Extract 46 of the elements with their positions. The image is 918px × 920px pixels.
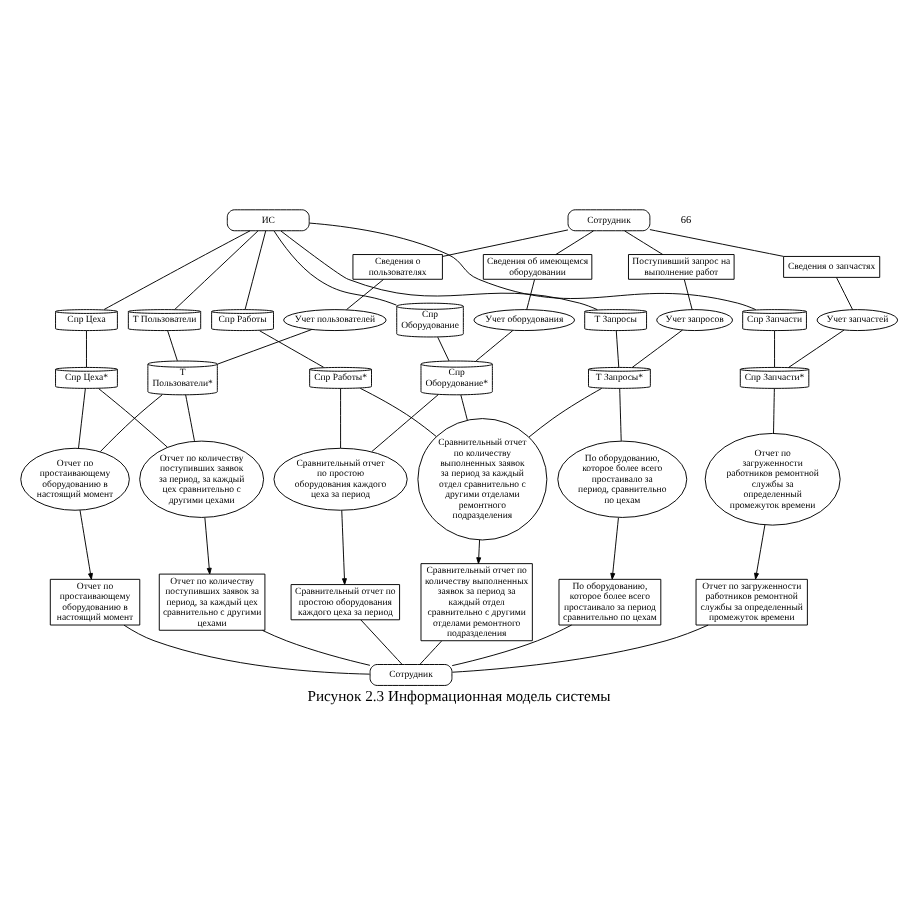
connector xyxy=(836,277,854,311)
connector xyxy=(774,330,776,368)
caption: Рисунок 2.3 Информационная модель системы xyxy=(307,687,611,706)
connector xyxy=(437,336,450,362)
connector xyxy=(308,222,757,311)
connector xyxy=(103,230,251,310)
connector xyxy=(340,387,342,449)
connector xyxy=(615,330,620,368)
arrow xyxy=(610,517,619,580)
connector xyxy=(78,387,86,449)
connector xyxy=(273,230,397,306)
connector xyxy=(217,329,313,365)
connector xyxy=(788,329,845,368)
connector xyxy=(451,624,573,667)
connector xyxy=(360,619,403,665)
connector xyxy=(359,387,437,438)
connector xyxy=(773,387,775,434)
connector xyxy=(649,229,784,257)
connector xyxy=(528,387,603,438)
connector xyxy=(475,330,514,362)
connector xyxy=(346,279,384,311)
connector xyxy=(86,330,87,368)
arrow xyxy=(204,517,212,575)
connector xyxy=(167,330,178,362)
connector xyxy=(123,624,371,675)
connector xyxy=(185,394,195,442)
connector xyxy=(631,329,683,368)
arrow xyxy=(754,524,766,580)
arrow xyxy=(341,509,347,585)
connector xyxy=(555,230,594,255)
connector xyxy=(371,394,439,452)
connector xyxy=(262,629,371,666)
connector xyxy=(174,230,259,310)
connector xyxy=(683,279,693,311)
connector xyxy=(442,229,569,257)
connector xyxy=(280,230,598,311)
arrow xyxy=(79,509,93,580)
connector xyxy=(619,387,622,442)
connector xyxy=(526,279,536,311)
connector xyxy=(451,624,709,673)
connector xyxy=(244,230,267,310)
connector xyxy=(624,230,664,255)
connector xyxy=(419,640,442,665)
connector xyxy=(259,330,325,368)
connector xyxy=(460,394,468,421)
arrow xyxy=(476,539,482,564)
